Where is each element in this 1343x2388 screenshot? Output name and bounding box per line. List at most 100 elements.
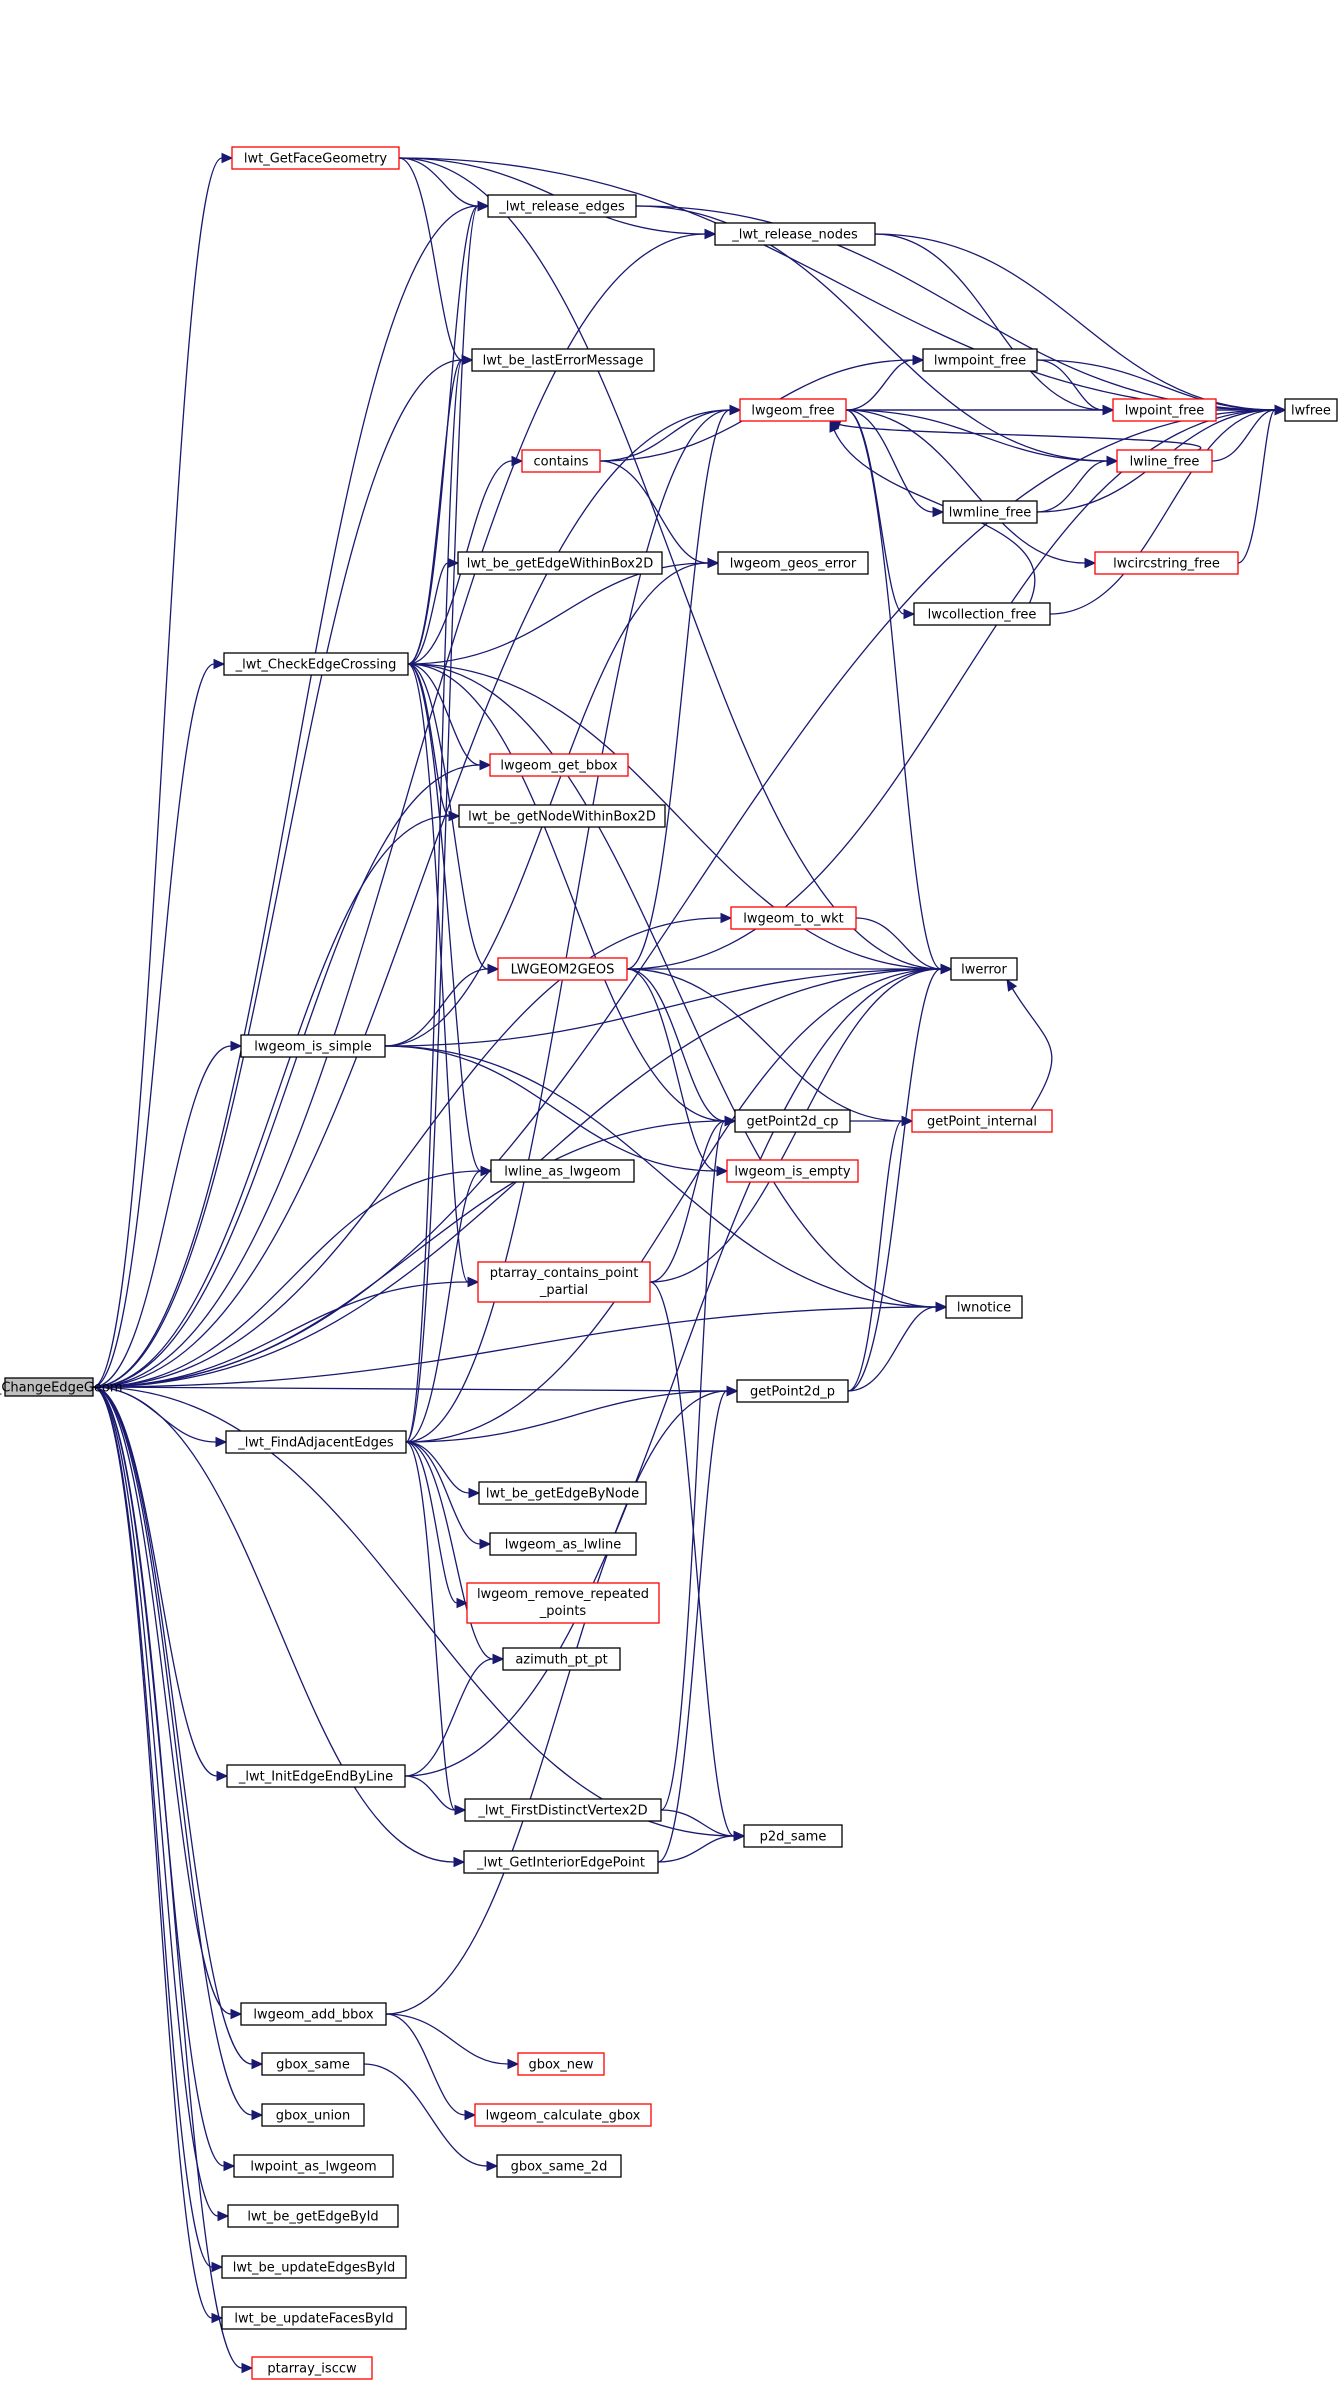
node-getFaceGeometry[interactable]: lwt_GetFaceGeometry <box>231 146 400 170</box>
node-lwmpointFree[interactable]: lwmpoint_free <box>922 348 1038 372</box>
node-box <box>227 2204 399 2228</box>
node-nodeWithinBox[interactable]: lwt_be_getNodeWithinBox2D <box>458 804 666 828</box>
node-label: ptarray_contains_point <box>490 1266 639 1281</box>
node-geosError[interactable]: lwgeom_geos_error <box>717 551 869 575</box>
node-toWkt[interactable]: lwgeom_to_wkt <box>730 906 857 930</box>
node-box <box>221 2255 407 2279</box>
edge-line <box>363 2063 488 2167</box>
node-lwcollFree[interactable]: lwcollection_free <box>913 602 1051 626</box>
node-lwcircFree[interactable]: lwcircstring_free <box>1094 551 1239 575</box>
node-initEdgeEnd[interactable]: _lwt_InitEdgeEndByLine <box>226 1764 406 1788</box>
arrowhead-icon <box>507 2058 520 2070</box>
node-edgeWithinBox[interactable]: lwt_be_getEdgeWithinBox2D <box>457 551 663 575</box>
node-gboxSame[interactable]: gbox_same <box>261 2052 365 2076</box>
node-lwfree[interactable]: lwfree <box>1284 398 1338 422</box>
node-p2dSame[interactable]: p2d_same <box>743 1824 843 1848</box>
edge-line <box>92 1386 253 2065</box>
node-isSimple[interactable]: lwgeom_is_simple <box>240 1034 386 1058</box>
node-lwnotice[interactable]: lwnotice <box>945 1295 1023 1319</box>
node-checkCrossing[interactable]: _lwt_CheckEdgeCrossing <box>223 652 409 676</box>
arrowhead-icon <box>935 1301 948 1313</box>
node-gboxNew[interactable]: gbox_new <box>517 2052 605 2076</box>
arrowhead-icon <box>479 1538 492 1550</box>
node-box <box>743 1824 843 1848</box>
node-gboxUnion[interactable]: gbox_union <box>261 2103 365 2127</box>
call-edge-root-to-releaseEdges <box>92 200 490 1388</box>
node-lwmlineFree[interactable]: lwmline_free <box>942 500 1038 524</box>
node-lastError[interactable]: lwt_be_lastErrorMessage <box>471 348 655 372</box>
edge-line <box>92 1386 455 1863</box>
node-azimuth[interactable]: azimuth_pt_pt <box>502 1647 621 1671</box>
call-edge-lwgeomFree-to-lwmlineFree <box>845 409 945 518</box>
node-ptarrayContains[interactable]: ptarray_contains_point_partial <box>477 1261 651 1303</box>
node-box <box>517 2052 605 2076</box>
arrowhead-icon <box>720 912 733 924</box>
edge-line <box>845 409 1086 564</box>
call-edge-isSimple-to-geom2geos <box>384 963 500 1047</box>
edge-line <box>847 1306 937 1392</box>
node-box <box>489 1532 637 1556</box>
node-asLwline[interactable]: lwgeom_as_lwline <box>489 1532 637 1556</box>
node-label: lwmline_free <box>949 506 1032 521</box>
call-edge-releaseNodes-to-lwpointFree <box>874 233 1115 416</box>
node-interiorPoint[interactable]: _lwt_GetInteriorEdgePoint <box>463 1850 659 1874</box>
node-box <box>714 222 876 246</box>
node-box <box>942 500 1038 524</box>
call-edge-root-to-pointAsLwgeom <box>92 1386 236 2172</box>
node-getPoint2dP[interactable]: getPoint2d_p <box>736 1379 849 1403</box>
node-addBbox[interactable]: lwgeom_add_bbox <box>240 2002 387 2026</box>
node-getPoint2dCp[interactable]: getPoint2d_cp <box>734 1109 851 1133</box>
edge-line <box>92 1170 482 1388</box>
node-releaseNodes[interactable]: _lwt_release_nodes <box>714 222 876 246</box>
edge-line <box>92 409 731 1388</box>
node-isccw[interactable]: ptarray_isccw <box>251 2356 373 2380</box>
node-box <box>739 398 847 422</box>
node-label: getPoint_internal <box>927 1115 1037 1130</box>
edge-line <box>92 205 479 1388</box>
node-findAdjacent[interactable]: _lwt_FindAdjacentEdges <box>225 1430 407 1454</box>
node-box <box>913 602 1051 626</box>
node-edgeById[interactable]: lwt_be_getEdgeById <box>227 2204 399 2228</box>
node-label: lwpoint_free <box>1125 404 1205 419</box>
edge-line <box>405 1441 481 1545</box>
node-root[interactable]: lwt_ChangeEdgeGeom <box>0 1377 123 1397</box>
node-label: _lwt_InitEdgeEndByLine <box>238 1770 393 1785</box>
edge-line <box>405 359 463 1443</box>
node-lwgeomFree[interactable]: lwgeom_free <box>739 398 847 422</box>
edge-line <box>384 968 942 1047</box>
node-getPointInternal[interactable]: getPoint_internal <box>911 1109 1053 1133</box>
node-isEmpty[interactable]: lwgeom_is_empty <box>726 1159 859 1183</box>
arrowhead-icon <box>1084 557 1097 569</box>
edge-line <box>626 968 718 1172</box>
node-releaseEdges[interactable]: _lwt_release_edges <box>487 194 637 218</box>
node-label: _lwt_FindAdjacentEdges <box>237 1436 394 1451</box>
call-edge-root-to-gboxSame <box>92 1386 264 2070</box>
node-pointAsLwgeom[interactable]: lwpoint_as_lwgeom <box>233 2154 394 2178</box>
edge-line <box>405 1441 494 1660</box>
node-gboxSame2d[interactable]: gbox_same_2d <box>496 2154 622 2178</box>
node-box <box>225 1430 407 1454</box>
node-firstDistinct[interactable]: _lwt_FirstDistinctVertex2D <box>464 1798 662 1822</box>
node-contains[interactable]: contains <box>521 449 601 473</box>
node-lwpointFree[interactable]: lwpoint_free <box>1112 398 1217 422</box>
node-updateEdges[interactable]: lwt_be_updateEdgesById <box>221 2255 407 2279</box>
node-box <box>477 1261 651 1303</box>
node-edgeByNode[interactable]: lwt_be_getEdgeByNode <box>478 1481 647 1505</box>
node-calcGbox[interactable]: lwgeom_calculate_gbox <box>474 2103 652 2127</box>
node-geom2geos[interactable]: LWGEOM2GEOS <box>497 957 628 981</box>
call-edges <box>92 152 1287 2374</box>
edge-line <box>385 1390 728 2015</box>
node-lwerror[interactable]: lwerror <box>950 957 1018 981</box>
node-getBbox[interactable]: lwgeom_get_bbox <box>489 753 629 777</box>
node-box <box>261 2052 365 2076</box>
node-updateFaces[interactable]: lwt_be_updateFacesById <box>221 2306 407 2330</box>
node-lineAsLwgeom[interactable]: lwline_as_lwgeom <box>490 1159 635 1183</box>
node-label: lwt_ChangeEdgeGeom <box>0 1381 123 1396</box>
arrowhead-icon <box>492 1653 505 1665</box>
call-edge-firstDistinct-to-getPoint2dCp <box>660 1115 737 1811</box>
node-removeRepeated[interactable]: lwgeom_remove_repeated_points <box>466 1582 660 1624</box>
node-lwlineFree[interactable]: lwline_free <box>1116 449 1213 473</box>
arrowhead-icon <box>213 658 226 670</box>
arrowhead-icon <box>704 228 717 240</box>
